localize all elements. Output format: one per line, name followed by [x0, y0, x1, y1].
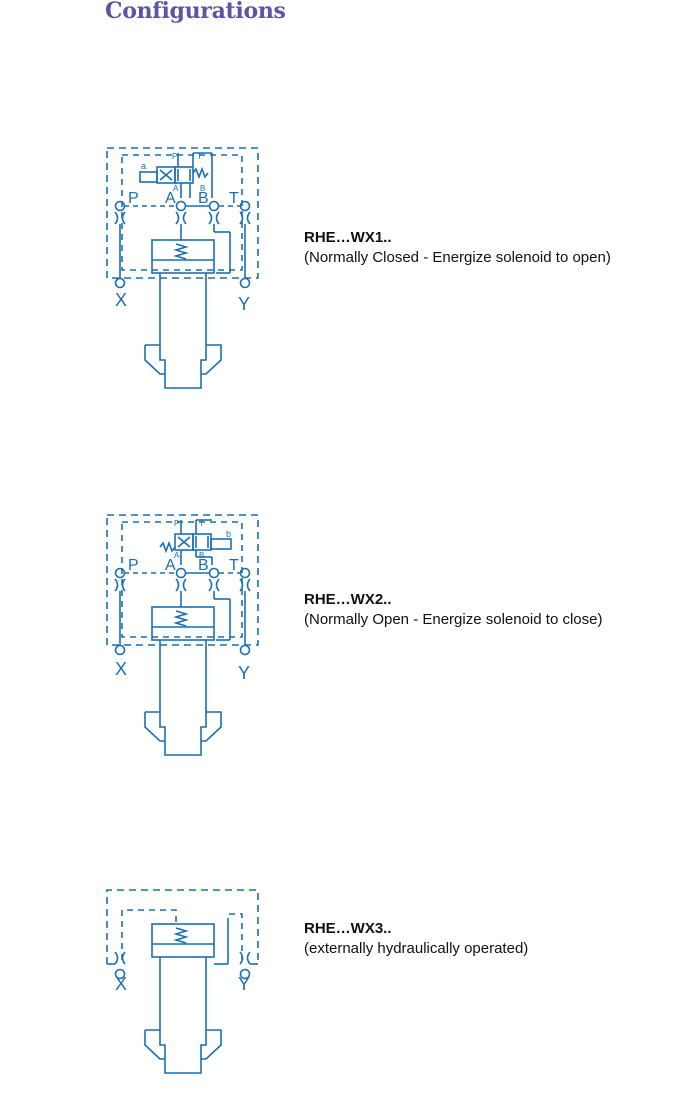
pilot-box — [106, 889, 259, 964]
pilot-box — [106, 147, 259, 279]
caption-wx1: RHE…WX1.. (Normally Closed - Energize so… — [304, 228, 611, 268]
label-port-a: A — [165, 190, 176, 207]
label-port-b: B — [198, 557, 209, 574]
config-code: RHE…WX3.. — [304, 920, 392, 937]
label-port-x: X — [115, 659, 127, 679]
schematic-wx1: a P T A B P A B T X Y — [106, 147, 259, 389]
label-port-p: P — [128, 190, 139, 207]
label-pilot-b: B — [200, 184, 205, 193]
label-port-t: T — [229, 190, 239, 207]
label-port-a: A — [165, 557, 176, 574]
pilot-box — [106, 514, 259, 646]
label-pilot-p: P — [174, 519, 179, 528]
config-code: RHE…WX2.. — [304, 591, 392, 608]
config-description: (Normally Open - Energize solenoid to cl… — [304, 611, 603, 628]
label-pilot-t: T — [199, 519, 204, 528]
label-port-t: T — [229, 557, 239, 574]
label-port-y: Y — [238, 974, 250, 994]
label-pilot-t: T — [197, 152, 202, 161]
label-port-y: Y — [238, 663, 250, 683]
schematic-wx2: b P T A B P A B T X Y — [106, 514, 259, 756]
label-port-x: X — [115, 290, 127, 310]
schematic-wx3: X Y — [106, 889, 259, 1074]
caption-wx3: RHE…WX3.. (externally hydraulically oper… — [304, 919, 528, 959]
label-port-y: Y — [238, 294, 250, 314]
config-description: (externally hydraulically operated) — [304, 940, 529, 957]
label-port-b: B — [198, 190, 209, 207]
caption-wx2: RHE…WX2.. (Normally Open - Energize sole… — [304, 590, 602, 630]
config-code: RHE…WX1.. — [304, 229, 392, 246]
label-pilot-a: A — [174, 551, 180, 560]
config-wx3: X Y RHE…WX3.. (externally hydraulically … — [0, 880, 675, 1080]
config-wx2: b P T A B P A B T X Y RHE…WX2.. (Normall… — [0, 507, 675, 767]
config-description: (Normally Closed - Energize solenoid to … — [304, 249, 611, 266]
label-pilot-p: P — [172, 152, 177, 161]
label-pilot-b: B — [199, 551, 204, 560]
label-port-p: P — [128, 557, 139, 574]
label-solenoid-b: b — [226, 529, 231, 539]
config-wx1: a P T A B P A B T X Y RHE…WX1.. (Normall… — [0, 140, 675, 400]
page-title: Configurations — [105, 0, 286, 24]
label-solenoid-a: a — [141, 161, 146, 171]
label-pilot-a: A — [173, 184, 179, 193]
label-port-x: X — [115, 974, 127, 994]
